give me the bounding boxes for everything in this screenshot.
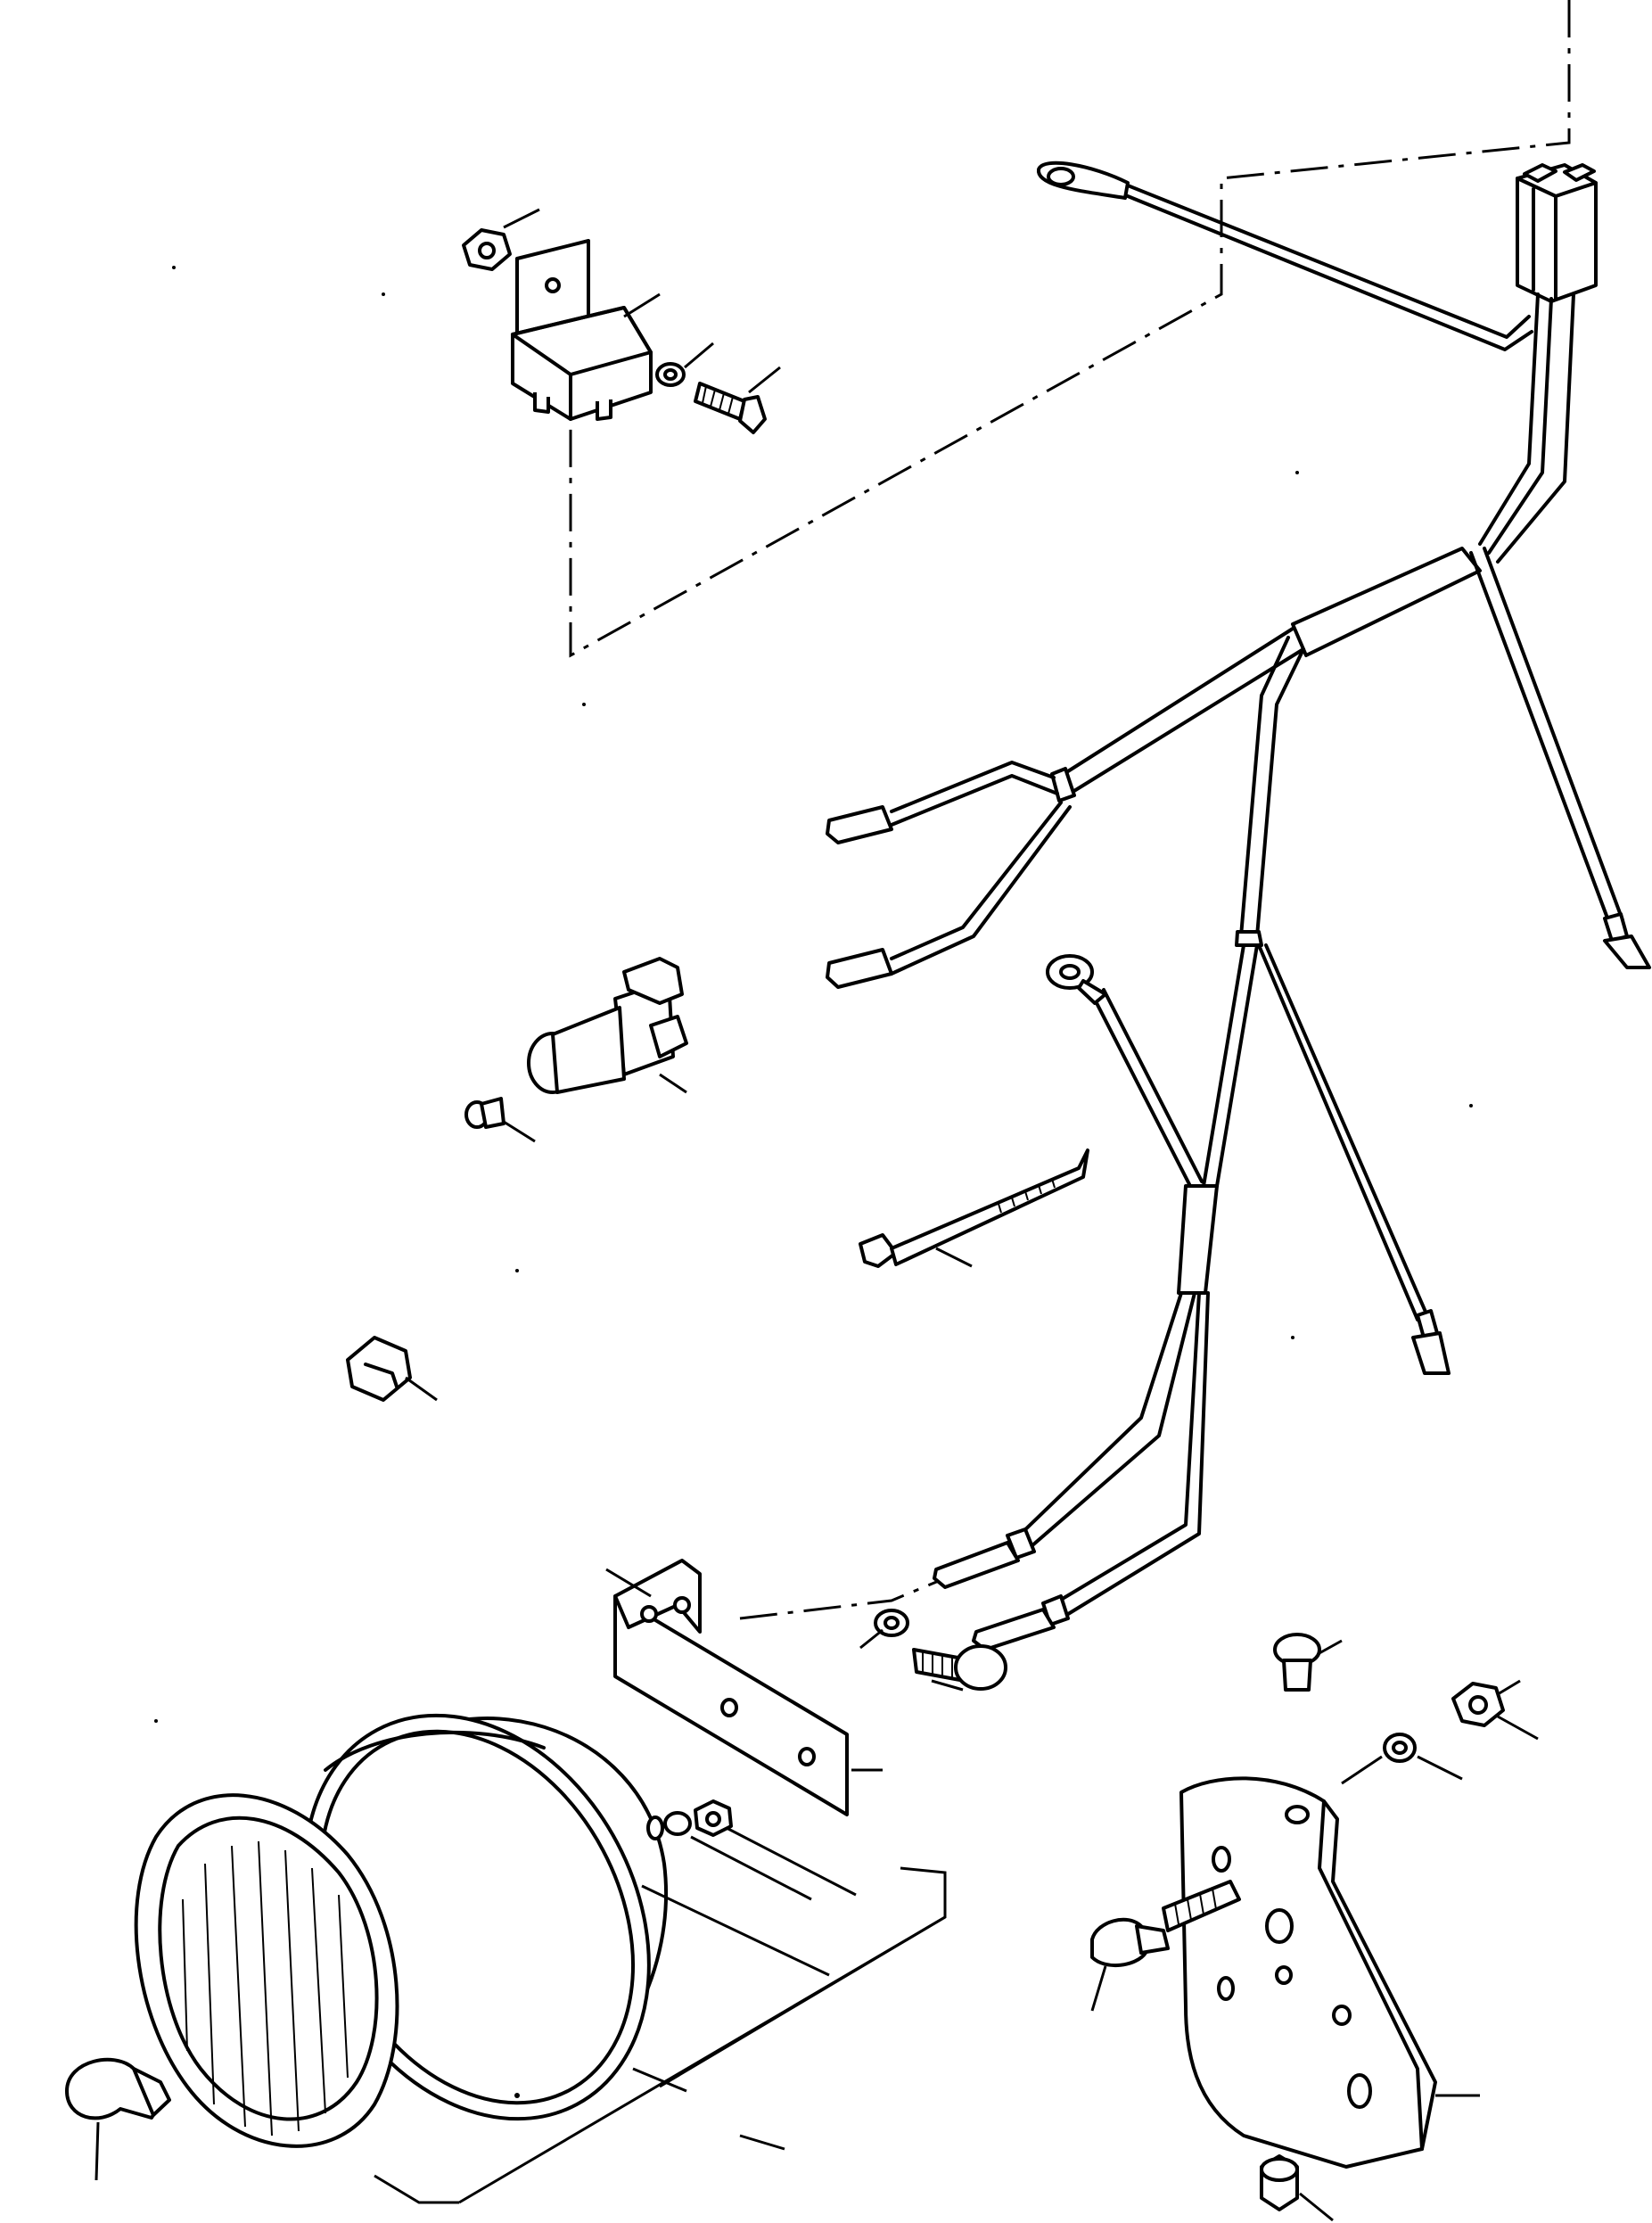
assembly-boundary-lines	[569, 0, 1571, 1620]
relay-mounting-screw	[694, 382, 767, 434]
relay-washer	[655, 362, 686, 387]
mounting-plate	[1179, 1776, 1480, 2169]
relay-bracket-nut	[462, 228, 512, 271]
relay-connector-block	[1516, 163, 1598, 303]
plate-bolt	[1090, 1880, 1241, 2012]
lamp-bulb	[65, 2057, 171, 2181]
bracket-bolt	[859, 1609, 1007, 1692]
wiring-harness	[890, 184, 1629, 1626]
lamp-bracket	[605, 1559, 883, 1816]
rubber-grommet	[1260, 1633, 1343, 2222]
plate-washer	[1341, 1733, 1463, 1785]
print-specks	[154, 266, 1473, 2098]
indicator-bulb	[464, 1097, 505, 1129]
relay-leaders	[503, 208, 781, 394]
wire-clip	[346, 1336, 438, 1402]
lamp-lens	[134, 1793, 399, 2148]
indicator-lamp-holder	[527, 957, 688, 1094]
cable-tie	[859, 1149, 1089, 1268]
blade-terminal	[826, 805, 1651, 1651]
work-lamp-hardware	[632, 1799, 857, 2093]
ring-terminal	[1037, 161, 1130, 1005]
plate-nut	[1451, 1679, 1539, 1741]
relay	[511, 239, 653, 421]
lamp-assembly-bracket-lines	[374, 1866, 947, 2204]
lamp-holder-leaders	[503, 1073, 687, 1143]
